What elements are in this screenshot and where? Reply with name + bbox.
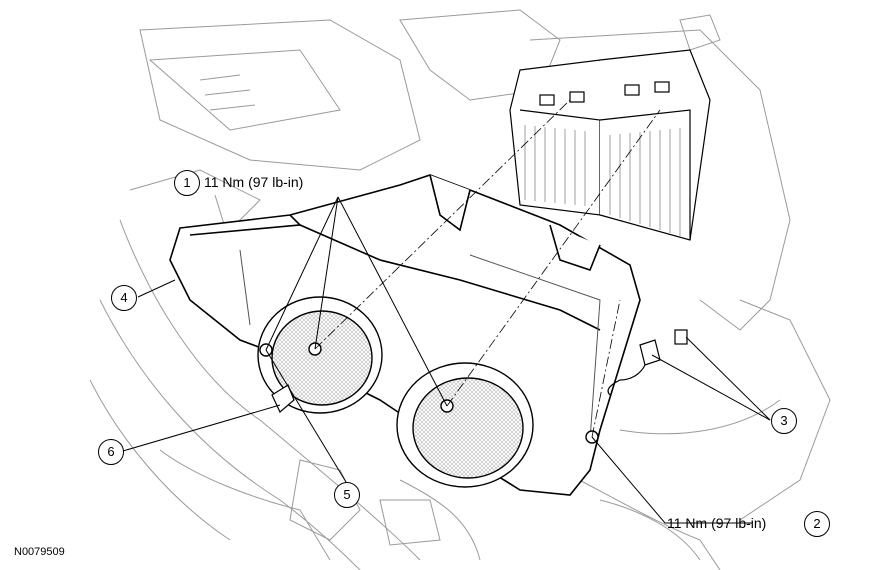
callout-1-torque: 11 Nm (97 lb-in) — [204, 174, 304, 190]
callout-4-number: 4 — [111, 285, 137, 311]
electrical-connector — [607, 329, 688, 396]
callout-3-number: 3 — [771, 408, 797, 434]
callout-2-number: 2 — [804, 511, 830, 537]
callout-5-number: 5 — [334, 482, 360, 508]
leader-lines — [122, 196, 771, 524]
alignment-lines — [314, 99, 661, 438]
callout-6-number: 6 — [98, 439, 124, 465]
amplifier-modules — [509, 49, 711, 241]
speaker-right — [396, 362, 534, 488]
speaker-left — [257, 296, 383, 414]
figure-id: N0079509 — [14, 546, 65, 558]
vehicle-structure — [89, 9, 831, 570]
callout-2-torque: 11 Nm (97 lb-in) — [667, 515, 767, 531]
callout-1-number: 1 — [174, 170, 200, 196]
